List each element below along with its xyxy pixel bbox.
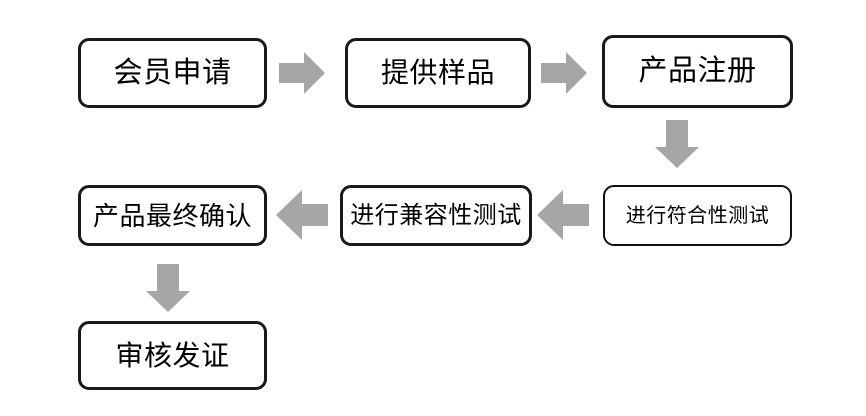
arrow-right-samples-to-registration — [541, 52, 587, 94]
flow-node-product-registration[interactable]: 产品注册 — [602, 35, 793, 108]
flow-node-label: 审核发证 — [115, 339, 230, 371]
flow-node-label: 产品注册 — [638, 55, 757, 87]
arrow-left-compliance-to-compatibility — [537, 190, 589, 240]
flow-node-final-confirmation[interactable]: 产品最终确认 — [78, 185, 267, 246]
flow-node-label: 进行兼容性测试 — [350, 201, 522, 229]
flow-node-compatibility-test[interactable]: 进行兼容性测试 — [340, 185, 532, 246]
flow-node-label: 会员申请 — [113, 56, 232, 89]
flow-node-compliance-test[interactable]: 进行符合性测试 — [603, 185, 792, 246]
flow-node-issue-certificate[interactable]: 审核发证 — [78, 321, 267, 390]
flow-node-label: 提供样品 — [380, 57, 495, 88]
flow-node-member-application[interactable]: 会员申请 — [78, 38, 267, 108]
flow-node-provide-samples[interactable]: 提供样品 — [345, 38, 531, 108]
flow-node-label: 产品最终确认 — [92, 200, 252, 231]
arrow-right-member-to-samples — [279, 52, 325, 94]
flow-node-label: 进行符合性测试 — [625, 204, 770, 227]
arrow-down-registration-to-compliance — [655, 120, 699, 168]
arrow-left-compatibility-to-confirmation — [276, 190, 328, 240]
arrow-down-confirmation-to-certificate — [146, 264, 190, 312]
